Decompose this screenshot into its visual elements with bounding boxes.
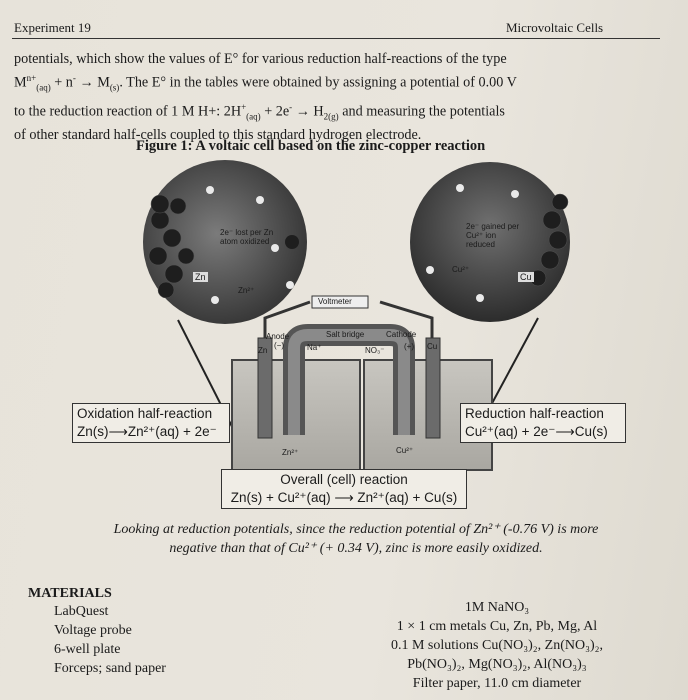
figure-caption: Looking at reduction potentials, since t… bbox=[46, 520, 666, 558]
voltaic-cell-illustration bbox=[60, 150, 680, 520]
materials-item: Filter paper, 11.0 cm diameter bbox=[362, 674, 632, 693]
intro-line-3: to the reduction reaction of 1 M H+: 2H+… bbox=[14, 98, 674, 127]
overall-equation: Zn(s) + Cu²⁺(aq) ⟶ Zn²⁺(aq) + Cu(s) bbox=[226, 489, 462, 507]
zinc-ion-left bbox=[285, 235, 299, 249]
materials-item: 0.1 M solutions Cu(NO₃)₂, Zn(NO₃)₂, bbox=[362, 636, 632, 655]
anode-sign: (−) bbox=[274, 341, 284, 350]
materials-right-list: 1M NaNO₃ 1 × 1 cm metals Cu, Zn, Pb, Mg,… bbox=[362, 598, 632, 693]
materials-item: 6-well plate bbox=[54, 640, 166, 659]
sodium-ion-label: Na⁺ bbox=[307, 343, 321, 352]
copper-label-circle: Cu bbox=[518, 272, 534, 282]
anode-label: Anode bbox=[266, 332, 289, 341]
overall-box: Overall (cell) reaction Zn(s) + Cu²⁺(aq)… bbox=[221, 469, 467, 509]
materials-item: LabQuest bbox=[54, 602, 166, 621]
intro-paragraph: potentials, which show the values of E° … bbox=[14, 50, 674, 145]
copper-ion-label-circle: Cu²⁺ bbox=[452, 265, 469, 274]
oxidation-box: Oxidation half-reaction Zn(s)⟶Zn²⁺(aq) +… bbox=[72, 403, 230, 443]
cathode-label: Cathode bbox=[386, 330, 416, 339]
copper-electrode-label: Cu bbox=[427, 342, 437, 351]
zinc-electrode-label: Zn bbox=[258, 346, 267, 355]
reduction-title: Reduction half-reaction bbox=[465, 405, 621, 423]
zinc-label-circle: Zn bbox=[193, 272, 208, 282]
zinc-ion-label-circle: Zn²⁺ bbox=[238, 286, 254, 295]
materials-left-list: LabQuest Voltage probe 6-well plate Forc… bbox=[54, 602, 166, 678]
oxidation-equation: Zn(s)⟶Zn²⁺(aq) + 2e⁻ bbox=[77, 423, 225, 441]
materials-item: 1 × 1 cm metals Cu, Zn, Pb, Mg, Al bbox=[362, 617, 632, 636]
intro-line-1: potentials, which show the values of E° … bbox=[14, 50, 674, 69]
caption-line-1: Looking at reduction potentials, since t… bbox=[46, 520, 666, 539]
zinc-loss-note: 2e⁻ lost per Zn atom oxidized bbox=[220, 228, 280, 246]
cathode-sign: (+) bbox=[404, 342, 414, 351]
header-rule bbox=[12, 38, 660, 39]
nitrate-ion-label: NO₃⁻ bbox=[365, 346, 384, 355]
materials-heading: MATERIALS bbox=[28, 586, 112, 602]
reduction-box: Reduction half-reaction Cu²⁺(aq) + 2e⁻⟶C… bbox=[460, 403, 626, 443]
materials-item: 1M NaNO₃ bbox=[362, 598, 632, 617]
materials-item: Pb(NO₃)₂, Mg(NO₃)₂, Al(NO₃)₃ bbox=[362, 655, 632, 674]
oxidation-title: Oxidation half-reaction bbox=[77, 405, 225, 423]
salt-bridge-label: Salt bridge bbox=[326, 330, 364, 339]
voltmeter-label: Voltmeter bbox=[318, 297, 352, 306]
voltaic-cell-diagram: 2e⁻ lost per Zn atom oxidized Zn Zn²⁺ 2e… bbox=[60, 150, 680, 524]
copper-gain-note: 2e⁻ gained per Cu²⁺ ion reduced bbox=[466, 222, 526, 249]
header-section: Microvoltaic Cells bbox=[506, 20, 603, 36]
intro-line-2: Mn+(aq) + n- → M(s). The E° in the table… bbox=[14, 69, 674, 98]
copper-ion-beaker-label: Cu²⁺ bbox=[396, 446, 413, 455]
reduction-equation: Cu²⁺(aq) + 2e⁻⟶Cu(s) bbox=[465, 423, 621, 441]
header-experiment: Experiment 19 bbox=[14, 20, 91, 36]
copper-electrode bbox=[426, 338, 440, 438]
caption-line-2: negative than that of Cu²⁺ (+ 0.34 V), z… bbox=[46, 539, 666, 558]
materials-item: Forceps; sand paper bbox=[54, 659, 166, 678]
materials-item: Voltage probe bbox=[54, 621, 166, 640]
zinc-ion-beaker-label: Zn²⁺ bbox=[282, 448, 298, 457]
overall-title: Overall (cell) reaction bbox=[226, 471, 462, 489]
